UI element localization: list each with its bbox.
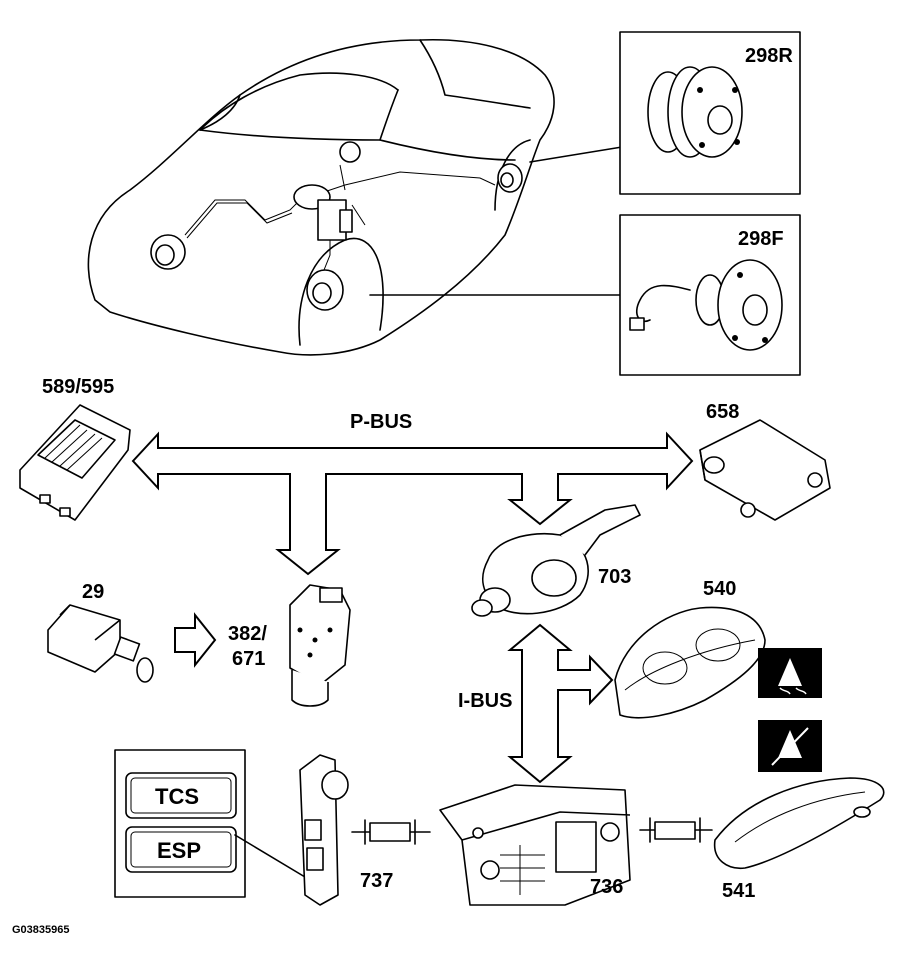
instrument-cluster-540 <box>614 606 766 719</box>
esp-button[interactable]: ESP <box>125 826 237 873</box>
label-589-595: 589/595 <box>42 376 114 398</box>
label-540: 540 <box>703 578 736 600</box>
label-29: 29 <box>82 581 104 603</box>
airbag-control-module-658 <box>699 419 831 521</box>
p-bus-arrow <box>131 431 694 576</box>
label-298r: 298R <box>745 45 793 67</box>
label-658: 658 <box>706 401 739 423</box>
label-737: 737 <box>360 870 393 892</box>
wheel-sensor-rear-left <box>339 141 361 163</box>
warning-lamp-tcs-esp-icon <box>758 648 822 698</box>
tcs-button-label: TCS <box>155 784 199 809</box>
steering-angle-sensor-703 <box>471 504 641 617</box>
control-module-589-595 <box>19 404 131 521</box>
display-unit-541 <box>713 777 885 869</box>
tcs-button[interactable]: TCS <box>125 772 237 819</box>
wheel-sensor-rear-right <box>497 163 523 193</box>
connector-736-541 <box>639 817 713 843</box>
figure-code: G03835965 <box>12 924 70 936</box>
i-bus-arrow <box>507 623 614 784</box>
wheel-sensor-front-left <box>150 234 186 270</box>
connector-737-736 <box>351 819 431 845</box>
hub-bearing-rear <box>647 66 743 158</box>
arrow-29-to-382 <box>174 612 217 668</box>
label-736: 736 <box>590 876 623 898</box>
label-382: 382/ <box>228 623 267 645</box>
label-298f: 298F <box>738 228 784 250</box>
label-i-bus: I-BUS <box>458 690 512 712</box>
brake-light-switch-29 <box>47 604 154 683</box>
leader-line-298r <box>529 146 623 163</box>
control-panel-736 <box>439 784 631 906</box>
label-703: 703 <box>598 566 631 588</box>
label-541: 541 <box>722 880 755 902</box>
wheel-sensor-front-right <box>306 269 344 311</box>
label-p-bus: P-BUS <box>350 411 412 433</box>
leader-line-737 <box>234 834 311 881</box>
switch-module-737 <box>299 754 349 906</box>
inset-box-switches <box>114 749 246 898</box>
hub-bearing-front <box>629 259 783 351</box>
abs-modulator-in-car <box>293 184 353 241</box>
label-671: 671 <box>232 648 265 670</box>
esp-button-label: ESP <box>157 838 201 863</box>
car-outline <box>87 38 555 356</box>
warning-lamp-off-icon <box>758 720 822 772</box>
abs-hydraulic-unit-382-671 <box>289 584 351 707</box>
